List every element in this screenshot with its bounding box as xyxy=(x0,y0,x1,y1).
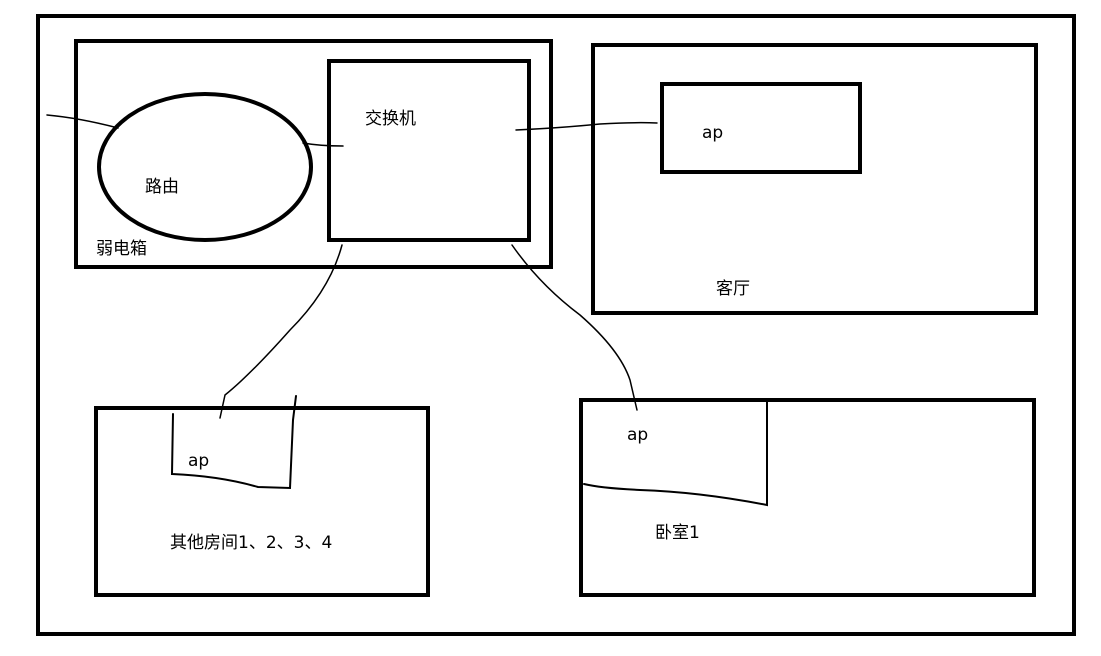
other-rooms-ap-label: ap xyxy=(188,451,209,471)
living-room-ap-label: ap xyxy=(702,123,723,143)
router-switch-cable xyxy=(302,142,344,147)
router-label: 路由 xyxy=(145,177,179,197)
bedroom: ap 卧室1 xyxy=(579,398,1036,597)
bedroom-outline xyxy=(579,398,1036,597)
house-outline xyxy=(36,14,1076,636)
weak-box-outline xyxy=(74,39,553,269)
bedroom-label: 卧室1 xyxy=(655,523,700,543)
living-room-outline xyxy=(591,43,1038,315)
weak-current-box: 弱电箱 路由 交换机 xyxy=(74,39,553,269)
weak-box-label: 弱电箱 xyxy=(96,239,147,259)
switch-living-room-cable xyxy=(515,121,658,131)
other-rooms: ap 其他房间1、2、3、4 xyxy=(94,395,430,597)
living-room-ap xyxy=(660,82,862,174)
other-rooms-ap xyxy=(170,395,297,490)
living-room-label: 客厅 xyxy=(716,279,750,299)
bedroom-ap-label: ap xyxy=(627,425,648,445)
switch-other-rooms-cable xyxy=(219,244,343,419)
router-shape xyxy=(97,92,313,242)
living-room: ap 客厅 xyxy=(591,43,1038,315)
bedroom-ap xyxy=(583,401,768,507)
switch-shape xyxy=(327,59,531,242)
other-rooms-outline xyxy=(94,406,430,597)
other-rooms-label: 其他房间1、2、3、4 xyxy=(170,533,332,553)
switch-label: 交换机 xyxy=(365,109,416,129)
wan-cable xyxy=(46,114,119,129)
switch-bedroom-cable xyxy=(511,244,638,411)
